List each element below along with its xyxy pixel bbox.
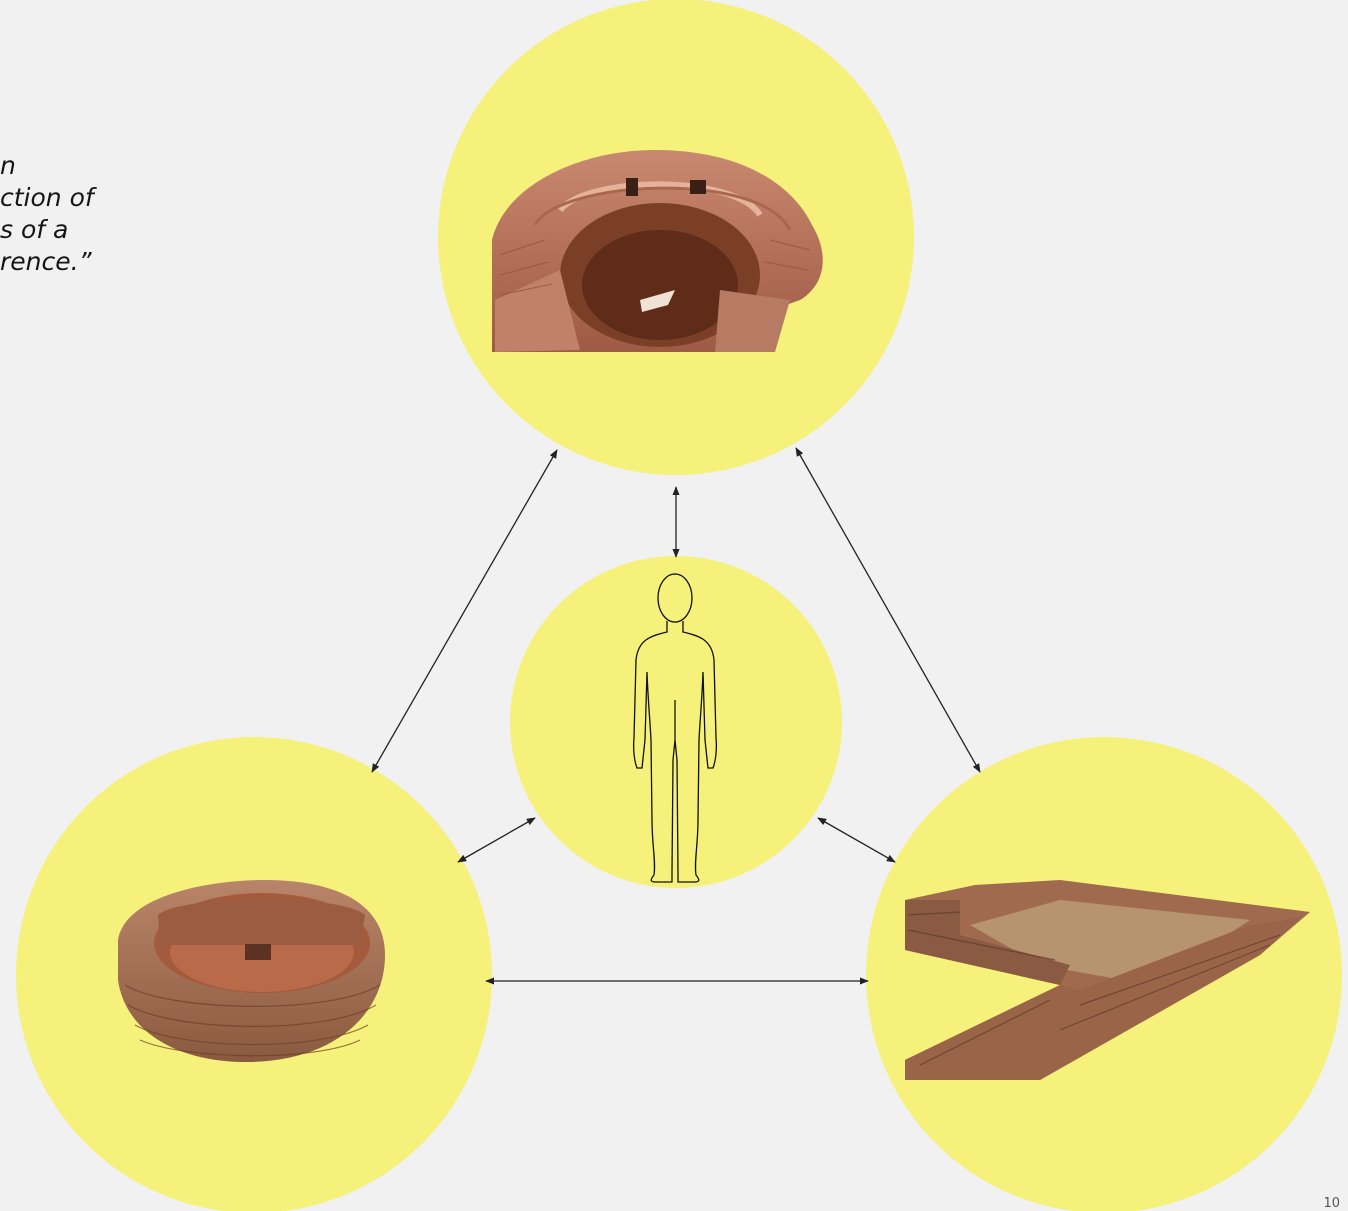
page-number: 10 [1323,1196,1340,1211]
circle-center [510,556,842,888]
quote-line-2: ction of [0,182,170,214]
quote-line-3: s of a [0,214,170,246]
quote-line-1: n [0,150,170,182]
round-stone-kiva-photo [118,880,385,1062]
arrow-center-left [458,818,535,862]
quote-text: n ction of s of a rence.” [0,150,170,278]
arrow-center-right [818,818,895,862]
quote-line-4: rence.” [0,246,170,278]
